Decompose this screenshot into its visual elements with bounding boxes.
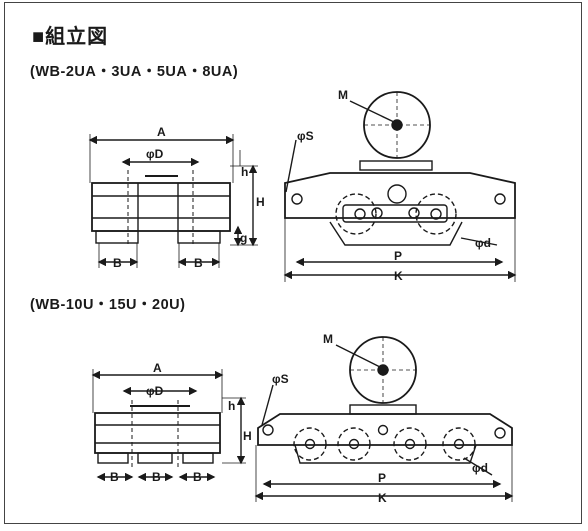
dim-A-2: A [153, 361, 162, 375]
dim-H-1: H [256, 195, 265, 209]
dim-B2-2: B [152, 470, 161, 484]
dim-B1-2: B [110, 470, 119, 484]
dim-d-2: φd [472, 461, 488, 475]
dim-d-1: φd [475, 236, 491, 250]
dim-S-1: φS [297, 129, 314, 143]
dim-S-2: φS [272, 372, 289, 386]
side-view-2 [254, 336, 514, 502]
section1-label: (WB-2UA・3UA・5UA・8UA) [30, 64, 239, 80]
dim-P-2: P [378, 471, 386, 485]
front-view-1 [88, 134, 258, 268]
dim-M-1: M [338, 88, 348, 102]
dim-B3-2: B [193, 470, 202, 484]
page-title: ■組立図 [32, 26, 109, 48]
front-view-2 [91, 369, 246, 482]
dim-H-2: H [243, 429, 252, 443]
dim-K-1: K [394, 269, 403, 283]
dim-h-2: h [228, 399, 235, 413]
dim-B1-1: B [113, 256, 122, 270]
side-view-1 [283, 91, 517, 282]
section2-label: (WB-10U・15U・20U) [30, 297, 186, 313]
dim-h-1: h [241, 165, 248, 179]
dim-B2-1: B [194, 256, 203, 270]
dim-K-2: K [378, 491, 387, 505]
dim-g-1: g [240, 231, 247, 245]
drawing-frame [4, 2, 582, 524]
dim-D-1: φD [146, 147, 164, 161]
dim-A-1: A [157, 125, 166, 139]
dim-D-2: φD [146, 384, 164, 398]
dim-M-2: M [323, 332, 333, 346]
dim-P-1: P [394, 249, 402, 263]
